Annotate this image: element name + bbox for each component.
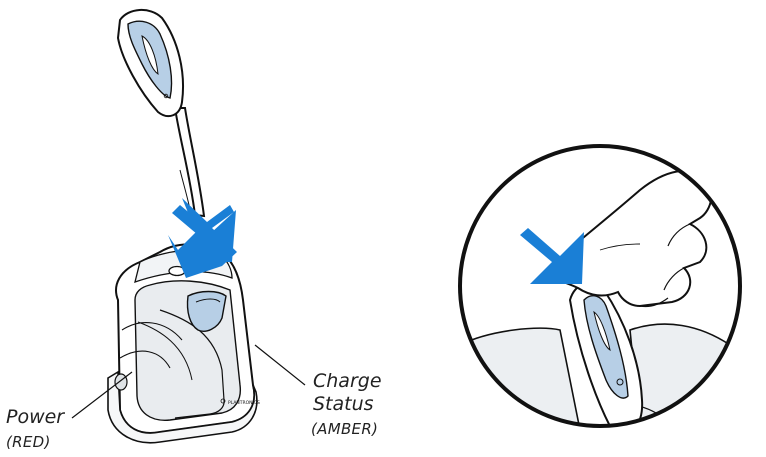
status-color-text: (AMBER)	[311, 420, 379, 438]
detail-down-arrow-icon	[520, 228, 584, 284]
charge-label: Charge	[313, 370, 382, 392]
status-color-label: (AMBER)	[311, 418, 378, 439]
base-logo: PLANTRONICS	[228, 400, 260, 406]
detail-circle	[458, 144, 742, 428]
power-label: Power	[6, 406, 65, 428]
power-leader-line	[71, 371, 133, 419]
down-arrow-shape	[172, 205, 236, 262]
status-label: Status	[313, 393, 374, 415]
charging-base-icon: PLANTRONICS	[107, 242, 260, 444]
charge-leader-line	[254, 344, 306, 386]
power-color-text: (RED)	[6, 433, 51, 451]
finger-icon	[546, 169, 713, 308]
headset-icon	[116, 9, 206, 226]
power-color-label: (RED)	[6, 431, 51, 452]
